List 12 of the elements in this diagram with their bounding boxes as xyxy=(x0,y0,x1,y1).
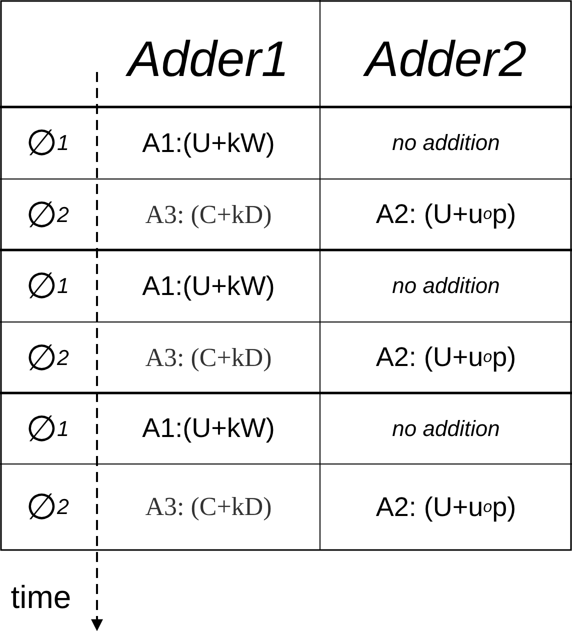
table-cell-text: no addition xyxy=(391,129,501,157)
table-cell-text: no addition xyxy=(391,414,501,442)
column-header: Adder2 xyxy=(362,30,528,88)
phase-label: A1:(U+kW) xyxy=(141,126,276,160)
phase-label: A3: (C+kD) xyxy=(144,491,273,523)
phase-label: A1:(U+kW) xyxy=(141,412,276,445)
axis-label: time xyxy=(10,578,72,616)
phase-label: A3: (C+kD) xyxy=(144,342,273,374)
column-header: Adder1 xyxy=(124,30,290,88)
phase-label: A1:(U+kW) xyxy=(141,270,276,303)
table-cell-text: no addition xyxy=(391,272,501,300)
phase-label: A3: (C+kD) xyxy=(144,198,273,230)
